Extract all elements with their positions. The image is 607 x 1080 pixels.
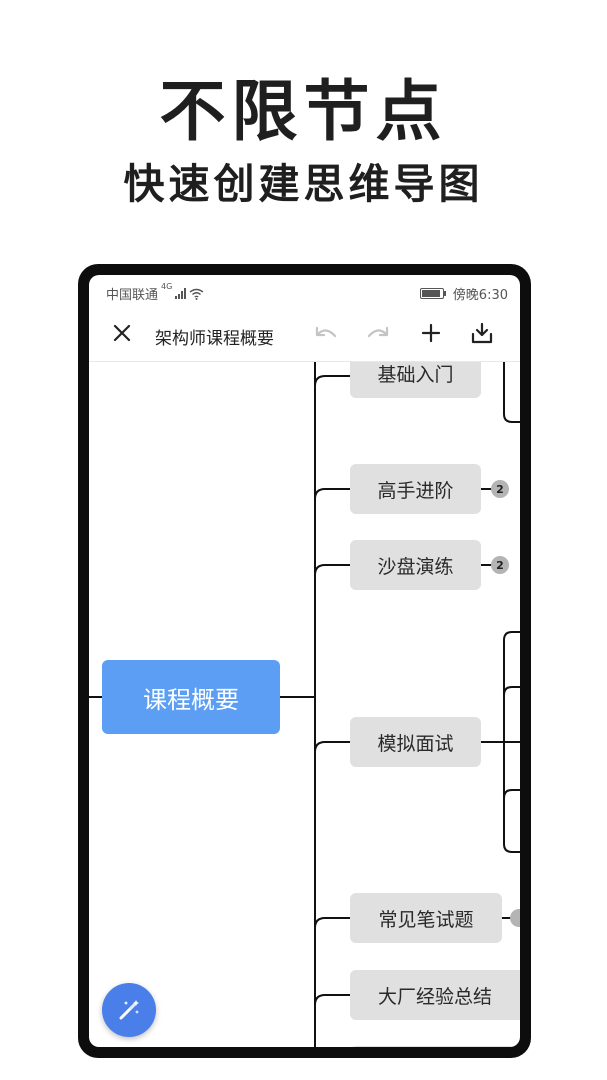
status-bar: 中国联通 4G 傍晚6:30 <box>89 275 520 305</box>
magic-wand-button[interactable] <box>102 983 156 1037</box>
mindmap-node[interactable]: 模拟面试 <box>350 717 481 767</box>
magic-wand-icon <box>119 1000 139 1020</box>
redo-button[interactable] <box>360 315 396 351</box>
mindmap-node[interactable]: 沙盘演练 <box>350 540 481 590</box>
root-node[interactable]: 课程概要 <box>102 660 280 734</box>
undo-button[interactable] <box>308 315 344 351</box>
app-screen: 中国联通 4G 傍晚6:30 架构师课程概要 <box>89 275 520 1047</box>
add-node-button[interactable] <box>413 315 449 351</box>
mindmap-node[interactable]: 大厂经验总结 <box>350 970 520 1020</box>
close-icon <box>113 324 131 342</box>
headline-title: 不限节点 <box>159 73 448 150</box>
phone-frame: 中国联通 4G 傍晚6:30 架构师课程概要 <box>78 264 531 1058</box>
collapsed-count-badge[interactable]: 2 <box>491 480 509 498</box>
collapsed-count-badge[interactable] <box>510 909 520 927</box>
clock: 傍晚6:30 <box>452 288 508 303</box>
export-button[interactable] <box>464 315 500 351</box>
mindmap-canvas[interactable]: 课程概要 基础入门 高手进阶 2 沙盘演练 2 模拟面试 常见笔试题 大厂经验总… <box>89 362 520 1047</box>
app-toolbar: 架构师课程概要 <box>89 305 520 362</box>
document-title: 架构师课程概要 <box>155 329 274 349</box>
mindmap-node[interactable]: 基础入门 <box>350 362 481 398</box>
signal-icon <box>175 288 187 299</box>
redo-icon <box>367 326 389 338</box>
carrier-label: 中国联通 <box>106 288 159 303</box>
mindmap-node[interactable]: 高手进阶 <box>350 464 481 514</box>
download-icon <box>471 322 493 344</box>
wifi-icon <box>189 288 204 300</box>
plus-icon <box>421 323 441 343</box>
close-button[interactable] <box>104 315 140 351</box>
battery-icon <box>419 288 446 299</box>
collapsed-count-badge[interactable]: 2 <box>491 556 509 574</box>
network-type: 4G <box>161 282 173 291</box>
undo-icon <box>315 326 337 338</box>
mindmap-node[interactable] <box>350 1046 520 1047</box>
mindmap-node[interactable]: 常见笔试题 <box>350 893 502 943</box>
headline-subtitle: 快速创建思维导图 <box>123 160 484 208</box>
